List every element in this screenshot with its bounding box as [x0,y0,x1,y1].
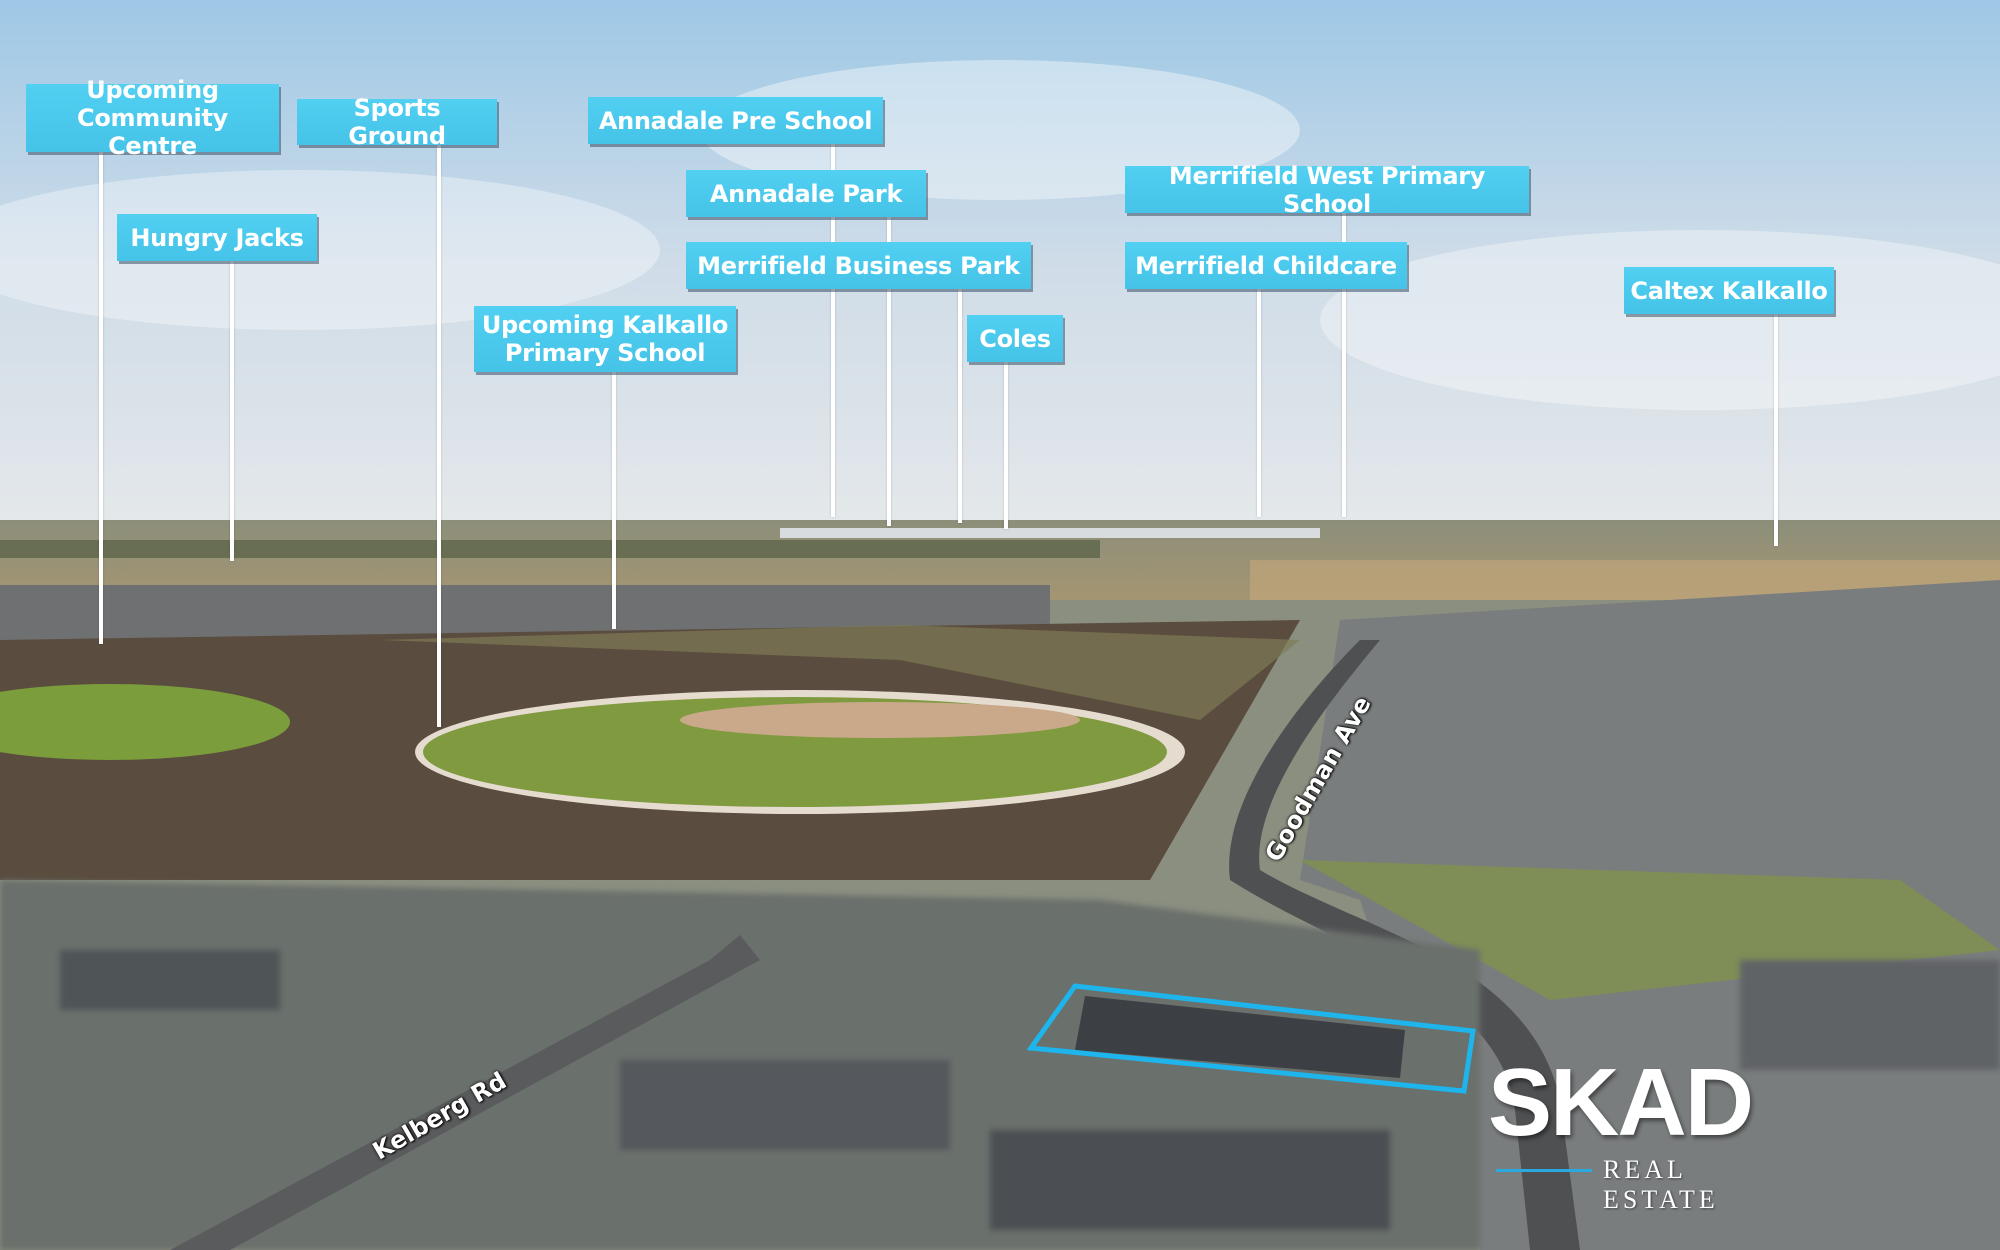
pole-annadale-park [887,217,891,526]
pole-hungry-jacks [230,261,234,561]
label-merrifield-west-primary-school: Merrifield West Primary School [1125,162,1529,218]
pole-merrifield-childcare [1257,289,1261,517]
pole-merrifield-business-park [958,289,962,523]
label-merrifield-childcare: Merrifield Childcare [1125,242,1407,289]
pole-merrifield-west-primary-school [1342,213,1346,517]
pole-upcoming-community-centre [99,152,103,644]
label-annadale-park: Annadale Park [686,170,926,217]
logo-subtitle: REAL ESTATE [1603,1155,1719,1214]
pole-annadale-pre-school [831,144,835,517]
pole-coles [1004,362,1008,529]
pole-sports-ground [437,145,441,727]
skad-real-estate-logo: SKAD REAL ESTATE [1488,1049,1808,1215]
subject-house [1075,996,1405,1078]
label-caltex-kalkallo: Caltex Kalkallo [1624,267,1834,314]
label-coles: Coles [967,315,1063,362]
pole-caltex-kalkallo [1774,314,1778,546]
logo-brand: SKAD [1488,1049,1754,1156]
kelberg-rd-road [170,935,760,1250]
pole-upcoming-kalkallo-primary-school [612,372,616,629]
label-upcoming-community-centre: Upcoming Community Centre [26,76,279,160]
lot-outline [1026,983,1476,1094]
label-annadale-pre-school: Annadale Pre School [588,97,883,144]
label-sports-ground: Sports Ground [297,94,497,150]
left-oval [0,684,290,760]
logo-accent-bar [1496,1169,1592,1172]
label-upcoming-kalkallo-primary-school: Upcoming Kalkallo Primary School [474,306,736,372]
label-hungry-jacks: Hungry Jacks [117,214,317,261]
label-merrifield-business-park: Merrifield Business Park [686,242,1031,289]
